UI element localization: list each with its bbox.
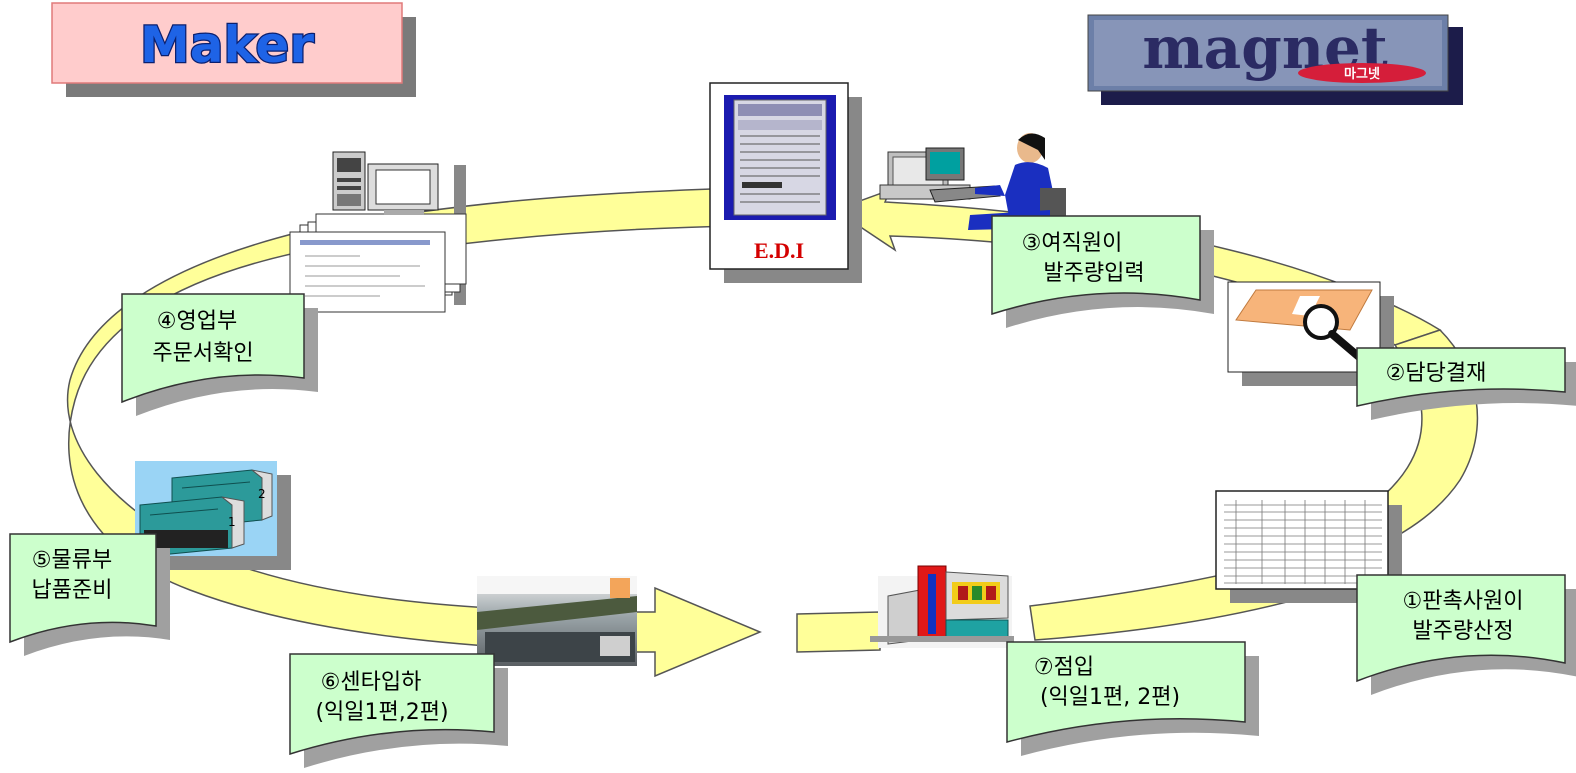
maker-label: Maker xyxy=(140,16,314,74)
step-7-note: ⑦점입 (익일1편, 2편) xyxy=(1006,641,1259,756)
step-1-line2: 발주량산정 xyxy=(1412,619,1513,644)
step-5-line1: ⑤물류부 xyxy=(32,548,112,573)
step-6-note: ⑥센타입하 (익일1편,2편) xyxy=(289,653,508,768)
svg-text:1: 1 xyxy=(228,515,236,529)
step-6-line2: (익일1편,2편) xyxy=(315,700,448,725)
step-4-note: ④영업부 주문서확인 xyxy=(121,293,318,416)
edi-card: E.D.I xyxy=(709,82,862,283)
arrow-band-bottom-stub xyxy=(796,611,881,653)
step-2-note: ②담당결재 xyxy=(1356,347,1576,420)
step-4-line2: 주문서확인 xyxy=(152,341,253,366)
step-3-line2: 발주량입력 xyxy=(1043,261,1144,286)
edi-label: E.D.I xyxy=(754,238,804,263)
magnet-logo-subtext: 마그넷 xyxy=(1344,66,1380,82)
step-4-line1: ④영업부 xyxy=(157,309,237,334)
warehouse-containers-icon: 2 1 xyxy=(135,461,291,570)
arrow-band-top-left xyxy=(419,187,743,249)
distribution-center-photo-icon xyxy=(477,576,637,666)
step-3-note: ③여직원이 발주량입력 xyxy=(991,215,1214,328)
step-2-line1: ②담당결재 xyxy=(1386,361,1487,386)
step-1-line1: ①판촉사원이 xyxy=(1403,589,1524,614)
step-3-line1: ③여직원이 xyxy=(1022,231,1123,256)
svg-text:2: 2 xyxy=(258,487,266,501)
spreadsheet-icon xyxy=(1215,490,1402,603)
edi-server-icon xyxy=(724,95,836,220)
step-7-line1: ⑦점입 xyxy=(1034,655,1094,680)
step-5-note: ⑤물류부 납품준비 xyxy=(9,533,170,656)
step-6-line1: ⑥센타입하 xyxy=(321,670,422,695)
maker-label-box: Maker xyxy=(51,2,416,97)
computer-with-documents-icon xyxy=(289,151,467,313)
magnifier-approval-icon xyxy=(1227,281,1394,386)
store-building-icon xyxy=(870,565,1014,648)
step-7-line2: (익일1편, 2편) xyxy=(1040,685,1180,710)
step-1-note: ①판촉사원이 발주량산정 xyxy=(1356,574,1576,695)
magnet-logo: magnet 마그넷 xyxy=(1087,14,1463,105)
step-5-line2: 납품준비 xyxy=(32,578,113,603)
arrow-band-left-arc xyxy=(66,231,762,678)
